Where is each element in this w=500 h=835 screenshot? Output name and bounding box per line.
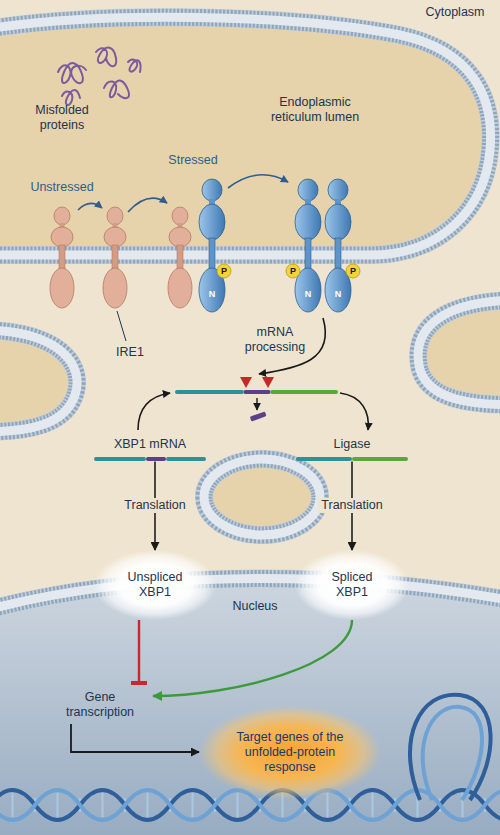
process-text-box: Gene transcription	[49, 686, 151, 724]
ire1-stressed	[168, 207, 192, 308]
er-lobe	[418, 300, 500, 405]
mrna-segment	[94, 457, 146, 461]
excised-intron	[250, 411, 267, 421]
ire1-active	[199, 179, 225, 312]
node-text: Spliced XBP1	[321, 570, 383, 600]
process-label: mRNA processing	[239, 325, 311, 355]
terminus-mark: N	[305, 290, 312, 299]
phosphate-mark: P	[221, 267, 227, 276]
connector	[71, 724, 199, 752]
intron-arrow	[256, 398, 257, 410]
protein-glow: Spliced XBP1	[295, 550, 409, 620]
er-vesicle	[204, 459, 320, 535]
node-text: Target genes of the unfolded-protein res…	[229, 730, 351, 775]
target-genes-glow: Target genes of the unfolded-protein res…	[199, 706, 381, 799]
mrna-strand	[296, 456, 408, 462]
ire1-unstressed	[103, 207, 127, 308]
state-arrows	[78, 175, 288, 212]
terminus-mark: N	[209, 290, 216, 299]
ligase-strand-box: Ligase	[296, 437, 408, 462]
node-text: Gene transcription	[55, 690, 145, 720]
mrna-segment	[146, 457, 166, 461]
node-text: Ligase	[296, 437, 408, 452]
mrna-segment	[166, 457, 206, 461]
mrna-segment	[352, 457, 408, 461]
connector	[138, 620, 140, 683]
terminus-mark: N	[335, 290, 342, 299]
phosphate-circles	[217, 264, 360, 278]
leader-line	[117, 311, 126, 341]
mrna-strand-box: XBP1 mRNA	[94, 437, 206, 462]
phosphate-mark: P	[350, 267, 356, 276]
state-label: Unstressed	[30, 180, 93, 195]
node-text: Unspliced XBP1	[120, 570, 190, 600]
membranes	[0, 17, 500, 612]
part-label: Misfolded proteins	[22, 103, 102, 133]
connector	[153, 620, 352, 696]
er-lumen	[0, 17, 491, 255]
ire1-unstressed	[50, 207, 74, 308]
edge-label: Translation	[318, 498, 385, 513]
phosphate-mark: P	[290, 267, 296, 276]
protein-glow: Unspliced XBP1	[94, 550, 216, 620]
node-text: XBP1 mRNA	[94, 437, 206, 452]
mrna-strand	[94, 456, 206, 462]
spliced-intermediate	[175, 377, 338, 394]
ire1-dimer	[295, 179, 321, 312]
ire1-dimer	[325, 179, 351, 312]
region-label: Nucleus	[232, 599, 277, 614]
part-label: IRE1	[116, 345, 144, 360]
edge-label: Translation	[121, 498, 188, 513]
mrna-segment	[296, 457, 352, 461]
splicing-arrows	[138, 393, 368, 430]
region-label: Cytoplasm	[425, 5, 484, 20]
region-label: Endoplasmic reticulum lumen	[259, 95, 371, 125]
state-label: Stressed	[168, 153, 217, 168]
er-lobe	[0, 330, 77, 432]
misfolded-proteins	[58, 48, 141, 105]
